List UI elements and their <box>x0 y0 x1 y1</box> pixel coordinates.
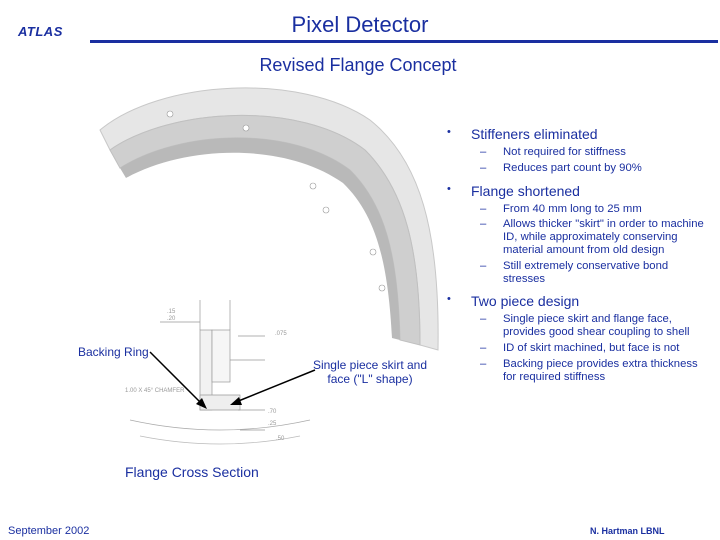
bullet-two-piece: • Two piece design <box>447 293 709 309</box>
bullet-text: Stiffeners eliminated <box>471 126 598 142</box>
sub-list: –Not required for stiffness –Reduces par… <box>447 146 709 175</box>
sub-item-text: From 40 mm long to 25 mm <box>503 202 642 215</box>
flange-ring-drawing <box>99 87 439 351</box>
sub-item-text: Reduces part count by 90% <box>503 161 642 174</box>
backing-ring-arrow <box>149 351 207 409</box>
sub-item-text: Backing piece provides extra thickness f… <box>503 357 698 383</box>
atlas-logo: ATLAS <box>18 24 63 39</box>
footer-author: N. Hartman LBNL <box>590 526 665 536</box>
cross-section-drawing <box>129 300 311 445</box>
dim-6: .20 <box>167 316 176 322</box>
footer-date: September 2002 <box>8 525 90 537</box>
sub-item: –Single piece skirt and flange face, pro… <box>480 313 690 339</box>
slide-title: Pixel Detector <box>291 12 429 37</box>
figure-caption: Flange Cross Section <box>125 464 259 480</box>
sub-item-text: Single piece skirt and flange face, prov… <box>503 313 690 339</box>
dim-3: .70 <box>268 409 277 415</box>
skirt-arrow <box>230 369 316 405</box>
dim-2: .075 <box>275 331 287 337</box>
sub-list: –From 40 mm long to 25 mm –Allows thicke… <box>447 203 709 286</box>
bullet-dot: • <box>447 293 451 306</box>
sub-item: –Allows thicker "skirt" in order to mach… <box>480 218 704 256</box>
bullet-dot: • <box>447 126 451 138</box>
bullet-text: Flange shortened <box>471 182 580 199</box>
dimension-labels: 1.00 X 45° CHAMFER .15 .075 .70 .50 .25 … <box>125 309 287 442</box>
sub-item-text: Not required for stiffness <box>503 146 626 158</box>
bullet-dot: • <box>447 182 451 195</box>
sub-item: –Backing piece provides extra thickness … <box>480 357 698 383</box>
dim-1: .15 <box>167 309 176 315</box>
title-rule <box>90 40 718 43</box>
sub-item: –Reduces part count by 90% <box>480 161 642 174</box>
slide-subtitle: Revised Flange Concept <box>259 55 457 75</box>
bullet-stiffeners: • Stiffeners eliminated <box>447 126 709 142</box>
sub-item: –Still extremely conservative bond stres… <box>480 259 669 285</box>
backing-ring-label: Backing Ring <box>78 345 149 359</box>
bullet-list: • Stiffeners eliminated –Not required fo… <box>447 118 709 386</box>
dim-5: .25 <box>268 421 277 427</box>
sub-item-text: Allows thicker "skirt" in order to machi… <box>503 218 704 256</box>
bullet-flange-shortened: • Flange shortened <box>447 183 709 199</box>
dim-4: .50 <box>276 436 285 442</box>
skirt-label: Single piece skirt and face ("L" shape) <box>312 358 428 386</box>
dim-chamfer: 1.00 X 45° CHAMFER <box>125 388 185 394</box>
sub-list: –Single piece skirt and flange face, pro… <box>447 313 709 383</box>
sub-item-text: Still extremely conservative bond stress… <box>503 259 669 285</box>
sub-item: –Not required for stiffness <box>480 146 626 158</box>
sub-item-text: ID of skirt machined, but face is not <box>503 341 680 354</box>
sub-item: –ID of skirt machined, but face is not <box>480 341 680 354</box>
bullet-text: Two piece design <box>471 293 580 310</box>
sub-item: –From 40 mm long to 25 mm <box>480 202 642 215</box>
